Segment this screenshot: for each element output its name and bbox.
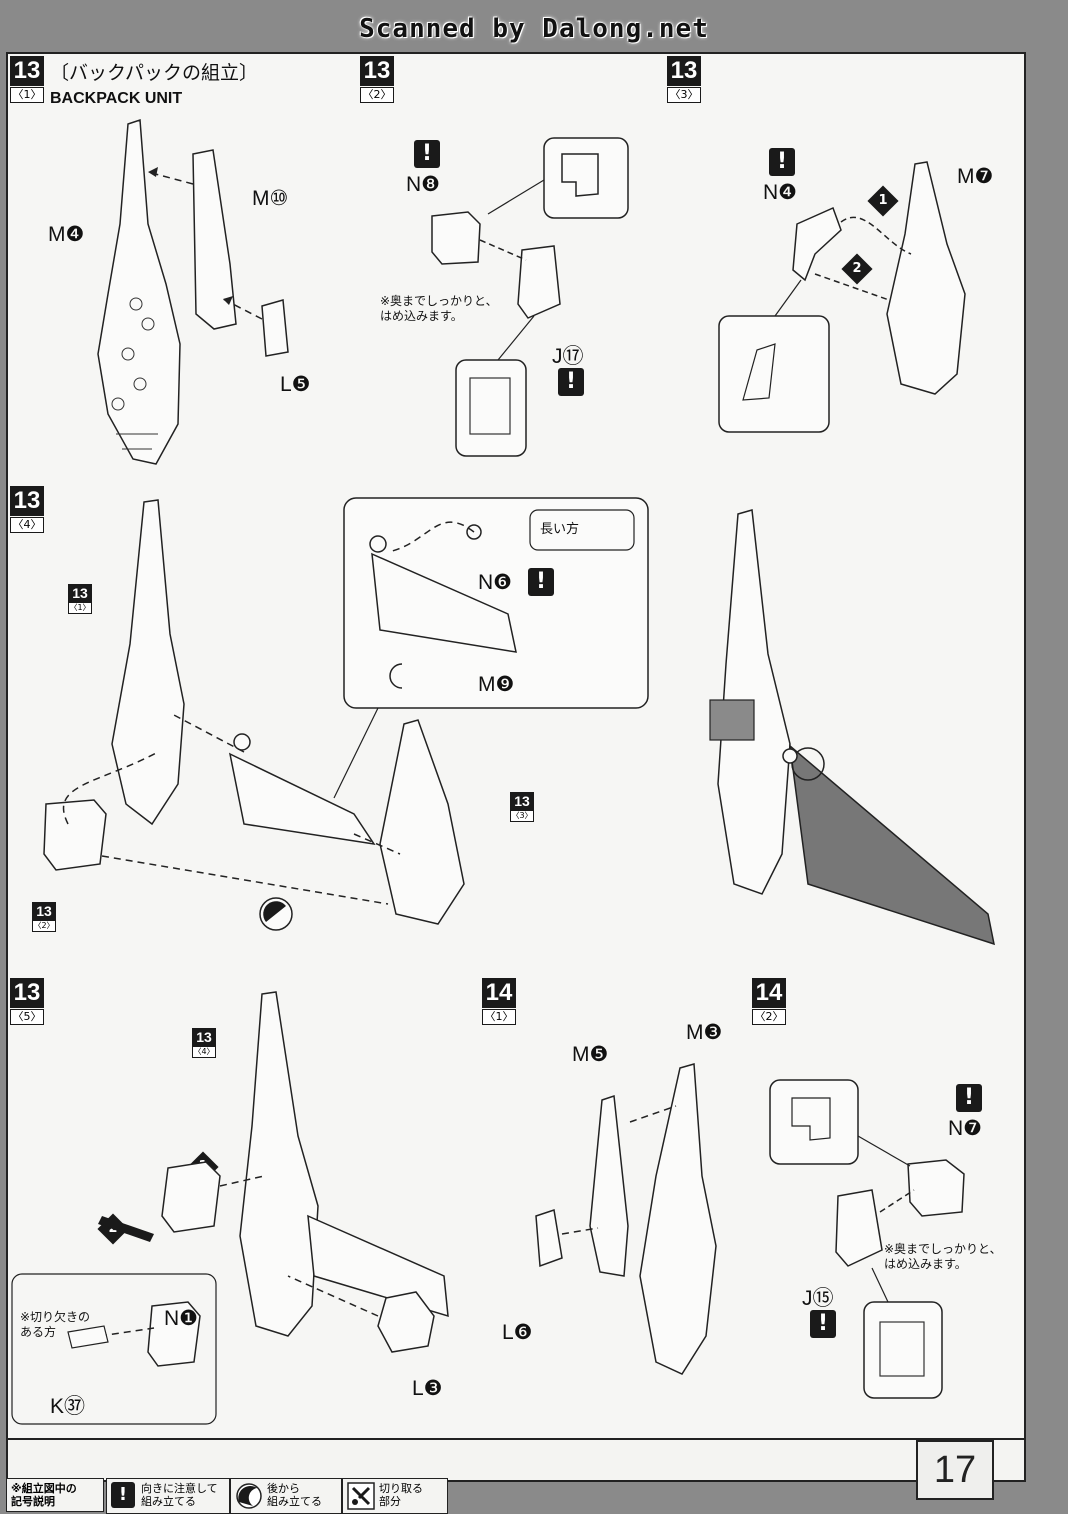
step-number: 13: [10, 486, 44, 516]
step-sub: 〈2〉: [752, 1009, 786, 1025]
reference-number: 13: [192, 1028, 216, 1046]
reference-number: 13: [32, 902, 56, 920]
part-label-n4: N❹: [763, 181, 797, 204]
step-badge: 14〈1〉: [482, 978, 516, 1025]
panel-14-2: 14〈2〉 ! N❼ ※奥までしっかりと、 はめ込みます。 J⑮ !: [750, 976, 1024, 1440]
step-number: 13: [667, 56, 701, 86]
connector-part-drawing: [431, 137, 629, 457]
part-label-m3: M❸: [686, 1021, 723, 1044]
step-badge: 13〈5〉: [10, 978, 44, 1025]
reference-badge: 13〈2〉: [32, 902, 56, 932]
step-sub: 〈1〉: [482, 1009, 516, 1025]
long-side-label: 長い方: [540, 522, 580, 537]
part-label-j15: J⑮: [802, 1287, 834, 1310]
part-label-n1: N❶: [164, 1307, 198, 1330]
part-label-m7: M❼: [957, 165, 994, 188]
legend-item-text: 向きに注意して 組み立てる: [141, 1482, 218, 1508]
reference-badge: 13〈4〉: [192, 1028, 216, 1058]
backpack-part-drawing: [97, 118, 289, 465]
back-side-icon: [236, 1483, 262, 1509]
panel-13-4-result: [658, 484, 1024, 978]
reference-sub: 〈4〉: [192, 1046, 216, 1058]
part-label-j17: J⑰: [552, 345, 584, 368]
section-title: 〔バックパックの組立〕: [50, 62, 259, 84]
step-sub: 〈1〉: [10, 87, 44, 103]
step-sub: 〈4〉: [10, 517, 44, 533]
reference-sub: 〈2〉: [32, 920, 56, 932]
part-label-l6: L❻: [502, 1321, 533, 1344]
legend-item-later: 後から 組み立てる: [230, 1478, 342, 1514]
panel-13-4: 13〈4〉 13〈1〉 13〈3〉 13〈2〉: [8, 484, 660, 978]
step-badge: 13〈4〉: [10, 486, 44, 533]
step-sub: 〈2〉: [360, 87, 394, 103]
legend-item-cut: 切り取る 部分: [342, 1478, 448, 1514]
part-label-n8: N❽: [406, 173, 440, 196]
reference-badge: 13〈3〉: [510, 792, 534, 822]
panel-14-1: 14〈1〉 M❺ M❸ L❻: [480, 976, 752, 1440]
exclamation-icon: !: [810, 1310, 836, 1338]
page-number: 17: [916, 1440, 994, 1500]
part-label-n6: N❻: [478, 571, 512, 594]
legend-title: ※組立図中の 記号説明: [6, 1478, 104, 1512]
insertion-note: ※奥までしっかりと、 はめ込みます。: [884, 1242, 1002, 1271]
step-sub: 〈5〉: [10, 1009, 44, 1025]
cut-icon: [347, 1482, 375, 1510]
reference-badge: 13〈1〉: [68, 584, 92, 614]
exclamation-icon: !: [111, 1482, 135, 1508]
insertion-note: ※奥までしっかりと、 はめ込みます。: [380, 294, 498, 323]
connector-part-drawing: [769, 1079, 965, 1399]
step-sub: 〈3〉: [667, 87, 701, 103]
reference-sub: 〈3〉: [510, 810, 534, 822]
panel-13-2: 13〈2〉 ! N❽ ※奥までしっかりと、 はめ込みます。 J⑰ !: [358, 54, 667, 486]
symbol-legend: ※組立図中の 記号説明 ! 向きに注意して 組み立てる 後から 組み立てる 切り…: [6, 1478, 448, 1514]
assembly-drawing: [11, 991, 449, 1425]
panel-13-3: 13〈3〉 ! N❹ M❼ 1 2: [665, 54, 1024, 486]
instruction-sheet: 13〈1〉 〔バックパックの組立〕 BACKPACK UNIT M⑩ M❹ L❺…: [6, 52, 1026, 1482]
step-badge: 13〈3〉: [667, 56, 701, 103]
section-subtitle: BACKPACK UNIT: [50, 90, 183, 107]
assembly-drawing: [43, 497, 649, 931]
part-label-m5: M❺: [572, 1043, 609, 1066]
step-number: 14: [752, 978, 786, 1008]
part-label-k37: K㊲: [50, 1395, 86, 1418]
reference-number: 13: [510, 792, 534, 810]
exclamation-icon: !: [956, 1084, 982, 1112]
panel-13-5: 13〈5〉 13〈4〉 1 2 ※切り欠きの ある方 N❶ K㊲ L❸: [8, 976, 482, 1440]
notch-note: ※切り欠きの ある方: [20, 1310, 91, 1339]
completed-backpack-drawing: [709, 509, 995, 946]
legend-item-orientation: ! 向きに注意して 組み立てる: [106, 1478, 230, 1514]
step-badge: 13〈2〉: [360, 56, 394, 103]
step-number: 13: [360, 56, 394, 86]
backpack-part-drawing: [718, 161, 966, 433]
panel-13-1: 13〈1〉 〔バックパックの組立〕 BACKPACK UNIT M⑩ M❹ L❺: [8, 54, 360, 486]
part-label-m10: M⑩: [252, 187, 289, 210]
step-number: 14: [482, 978, 516, 1008]
exclamation-icon: !: [414, 140, 440, 168]
part-label-n7: N❼: [948, 1117, 982, 1140]
step-number: 13: [10, 56, 44, 86]
backpack-part-drawing: [535, 1063, 717, 1375]
legend-item-text: 後から 組み立てる: [267, 1482, 322, 1508]
part-label-m4: M❹: [48, 223, 85, 246]
step-number: 13: [10, 978, 44, 1008]
exclamation-icon: !: [769, 148, 795, 176]
reference-number: 13: [68, 584, 92, 602]
step-badge: 14〈2〉: [752, 978, 786, 1025]
scan-banner: Scanned by Dalong.net: [359, 14, 709, 44]
step-badge: 13〈1〉: [10, 56, 44, 103]
exclamation-icon: !: [528, 568, 554, 596]
part-label-m9: M❾: [478, 673, 515, 696]
part-label-l5: L❺: [280, 373, 311, 396]
legend-item-text: 切り取る 部分: [379, 1482, 423, 1508]
exclamation-icon: !: [558, 368, 584, 396]
part-label-l3: L❸: [412, 1377, 443, 1400]
reference-sub: 〈1〉: [68, 602, 92, 614]
